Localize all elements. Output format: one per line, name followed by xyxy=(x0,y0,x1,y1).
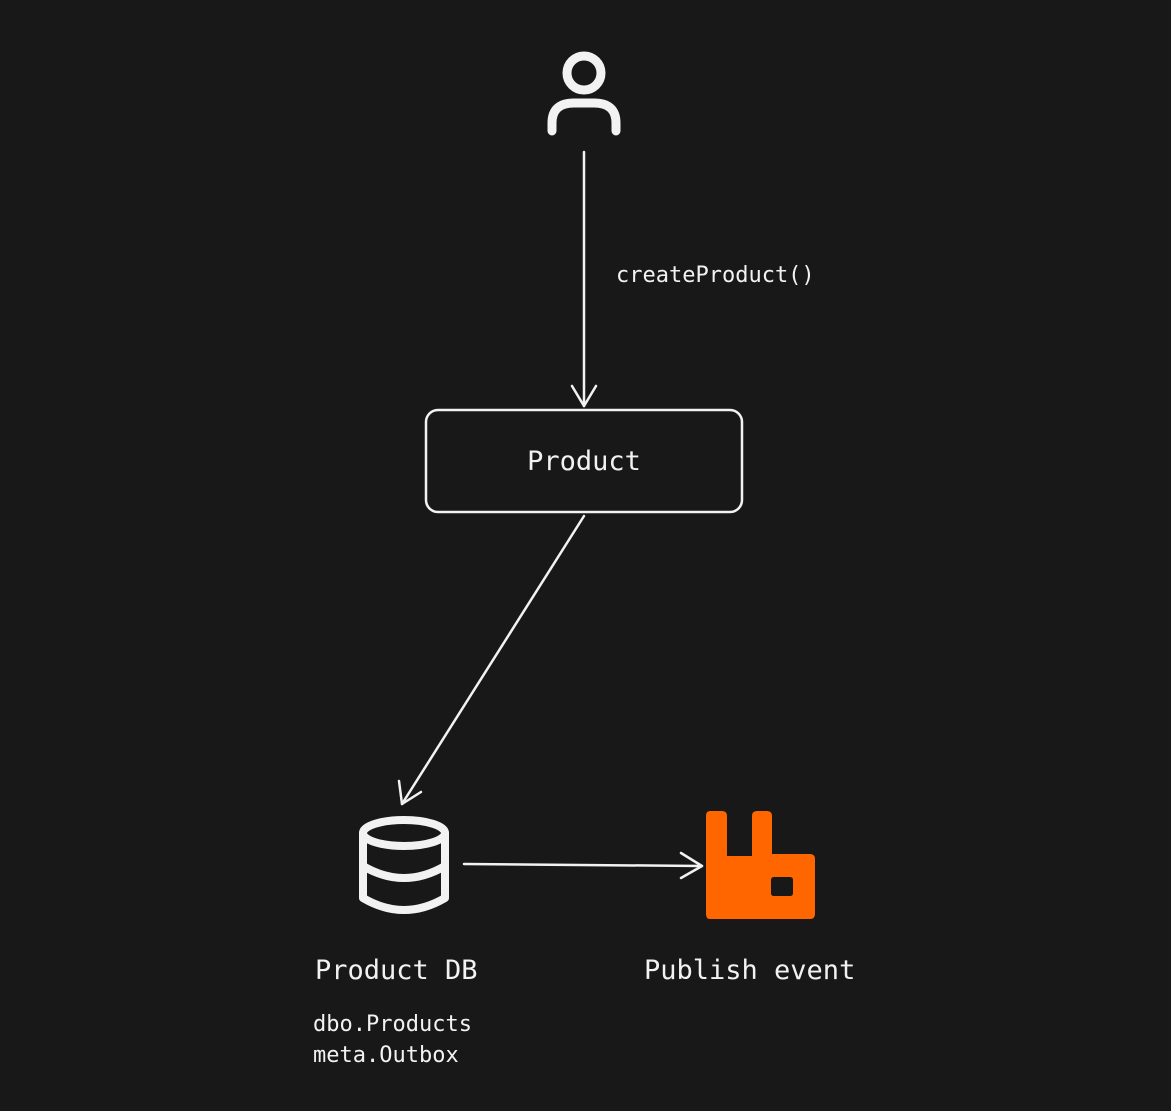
database-icon xyxy=(359,816,449,914)
publish-event-label: Publish event xyxy=(644,955,856,986)
arrow-actor-to-product-head xyxy=(570,384,598,408)
arrow-db-to-publish-line xyxy=(462,862,704,868)
user-icon-body xyxy=(547,98,621,136)
database-table-item: dbo.Products xyxy=(313,1012,472,1037)
database-icon-sides xyxy=(359,829,449,914)
arrow-product-to-db-line xyxy=(400,514,586,806)
arrow-product-to-db-head xyxy=(397,779,423,806)
database-label: Product DB xyxy=(315,955,478,986)
database-icon-top xyxy=(359,816,449,850)
arrow-db-to-publish-head xyxy=(679,851,704,880)
database-table-list: dbo.Products meta.Outbox xyxy=(313,1009,472,1071)
edge-label-create-product: createProduct() xyxy=(616,263,815,288)
database-icon-middle xyxy=(359,862,449,882)
arrow-actor-to-product xyxy=(570,150,598,408)
arrow-product-to-db xyxy=(397,514,586,806)
product-node-label: Product xyxy=(527,445,641,477)
product-node-outline xyxy=(424,408,744,514)
arrow-db-to-publish xyxy=(462,851,704,880)
user-icon-head xyxy=(562,51,606,95)
user-icon xyxy=(547,51,621,136)
rabbitmq-icon xyxy=(706,811,815,919)
product-node: Product xyxy=(426,410,742,512)
database-table-item: meta.Outbox xyxy=(313,1043,459,1068)
